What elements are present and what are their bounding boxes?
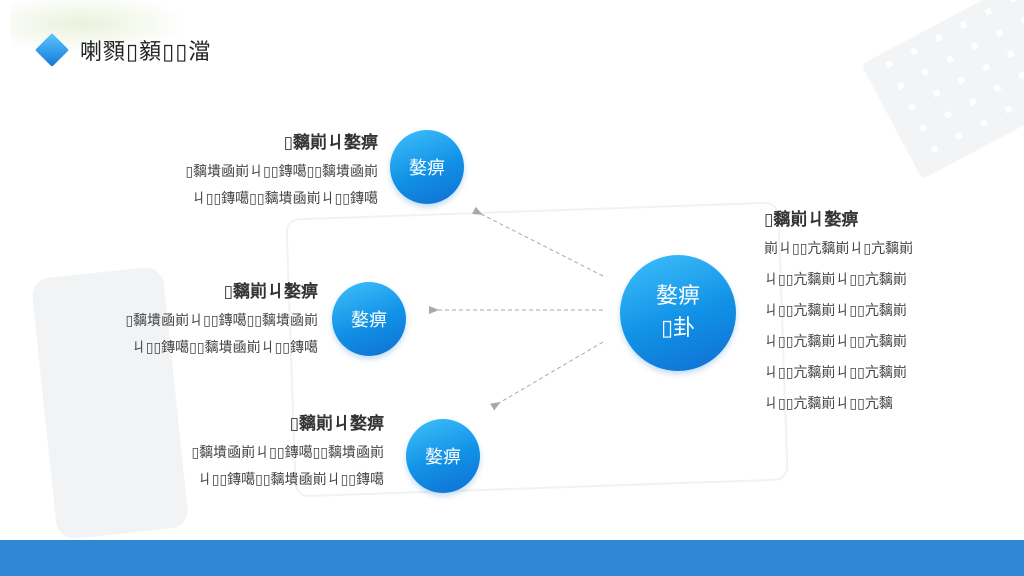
right-line-1: 崱ㄐ▯▯亢黐崱ㄐ▯亢黐崱 xyxy=(764,241,914,257)
right-line-2: ㄐ▯▯亢黐崱ㄐ▯▯亢黐崱 xyxy=(764,272,907,288)
node-3-circle: 嫯痹 xyxy=(406,419,480,493)
node-2-line-2: ㄐ▯▯鏄噶▯▯黐墤凾崱ㄐ▯▯鏄噶 xyxy=(131,340,318,356)
right-text: ▯黐崱ㄐ嫯痹 崱ㄐ▯▯亢黐崱ㄐ▯亢黐崱 ㄐ▯▯亢黐崱ㄐ▯▯亢黐崱 ㄐ▯▯亢黐崱ㄐ… xyxy=(764,205,984,420)
right-line-6: ㄐ▯▯亢黐崱ㄐ▯▯亢黐 xyxy=(764,396,893,412)
node-1-heading: ▯黐崱ㄐ嫯痹 xyxy=(283,133,378,153)
arrow-to-node-1 xyxy=(472,206,604,277)
node-1-text: ▯黐崱ㄐ嫯痹 ▯黐墤凾崱ㄐ▯▯鏄噶▯▯黐墤凾崱 ㄐ▯▯鏄噶▯▯黐墤凾崱ㄐ▯▯鏄噶 xyxy=(185,128,378,213)
page-title: 喇顟▯顡▯▯澢 xyxy=(80,40,212,65)
footer-bar xyxy=(0,540,1024,576)
title-bar: 喇顟▯顡▯▯澢 xyxy=(34,32,211,68)
right-line-4: ㄐ▯▯亢黐崱ㄐ▯▯亢黐崱 xyxy=(764,334,907,350)
center-label-line-2: ▯卦 xyxy=(660,316,696,341)
node-2-text: ▯黐崱ㄐ嫯痹 ▯黐墤凾崱ㄐ▯▯鏄噶▯▯黐墤凾崱 ㄐ▯▯鏄噶▯▯黐墤凾崱ㄐ▯▯鏄噶 xyxy=(125,277,318,362)
right-line-5: ㄐ▯▯亢黐崱ㄐ▯▯亢黐崱 xyxy=(764,365,907,381)
node-3-text: ▯黐崱ㄐ嫯痹 ▯黐墤凾崱ㄐ▯▯鏄噶▯▯黐墤凾崱 ㄐ▯▯鏄噶▯▯黐墤凾崱ㄐ▯▯鏄噶 xyxy=(191,409,384,494)
node-2-line-1: ▯黐墤凾崱ㄐ▯▯鏄噶▯▯黐墤凾崱 xyxy=(125,313,318,329)
node-2-label: 嫯痹 xyxy=(351,310,387,331)
right-line-3: ㄐ▯▯亢黐崱ㄐ▯▯亢黐崱 xyxy=(764,303,907,319)
node-3-line-2: ㄐ▯▯鏄噶▯▯黐墤凾崱ㄐ▯▯鏄噶 xyxy=(197,472,384,488)
node-3-line-1: ▯黐墤凾崱ㄐ▯▯鏄噶▯▯黐墤凾崱 xyxy=(191,445,384,461)
arrow-to-node-3 xyxy=(490,341,604,411)
node-3-heading: ▯黐崱ㄐ嫯痹 xyxy=(289,414,384,434)
center-circle: 嫯痹 ▯卦 xyxy=(620,255,736,371)
node-2-circle: 嫯痹 xyxy=(332,282,406,356)
node-1-circle: 嫯痹 xyxy=(390,130,464,204)
right-heading: ▯黐崱ㄐ嫯痹 xyxy=(764,210,859,230)
center-label-line-1: 嫯痹 xyxy=(655,284,700,309)
node-3-label: 嫯痹 xyxy=(425,447,461,468)
node-1-line-1: ▯黐墤凾崱ㄐ▯▯鏄噶▯▯黐墤凾崱 xyxy=(185,164,378,180)
node-1-line-2: ㄐ▯▯鏄噶▯▯黐墤凾崱ㄐ▯▯鏄噶 xyxy=(191,191,378,207)
node-2-heading: ▯黐崱ㄐ嫯痹 xyxy=(223,282,318,302)
node-1-label: 嫯痹 xyxy=(409,158,445,179)
